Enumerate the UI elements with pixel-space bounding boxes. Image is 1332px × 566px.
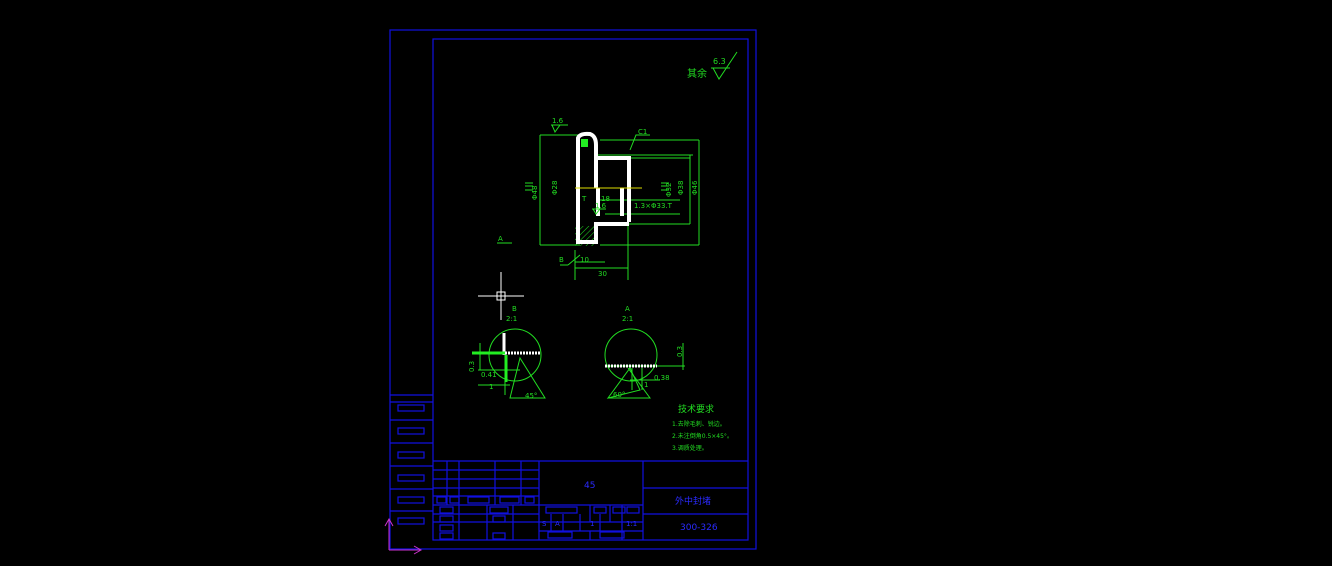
surface-roughness-inner: 1.6: [595, 202, 607, 210]
detail-b-scale: 2:1: [506, 315, 517, 323]
drawing-number: 300-326: [680, 523, 718, 533]
detail-a-dim3: 1: [644, 381, 648, 389]
outer-frame: [389, 29, 757, 550]
thread-t-label: T: [581, 195, 587, 203]
detail-b-view: [472, 328, 546, 399]
ucs-axis-icon: [384, 517, 423, 555]
detail-a-view: [604, 328, 685, 399]
dim-30: 30: [598, 270, 607, 278]
dim-dia-inner: Φ28: [551, 181, 559, 195]
detail-b-dim1: 0.3: [468, 361, 476, 372]
left-binding-strip: [390, 394, 433, 525]
surface-roughness-top: 1.6: [552, 117, 564, 125]
detail-a-title: A: [625, 305, 630, 313]
detail-b-angle: 45°: [525, 392, 537, 400]
detail-b-callout: B: [559, 256, 564, 264]
revision-mark: A: [555, 520, 560, 528]
detail-b-title: B: [512, 305, 517, 313]
title-block: [433, 460, 748, 540]
part-name: 外中封堵: [675, 495, 711, 507]
dim-18: 18: [601, 195, 610, 203]
section-a-callout: A: [498, 235, 503, 243]
dim-dia-right3: Φ46: [691, 180, 699, 195]
dim-dia-left: Φ48: [531, 186, 539, 200]
detail-a-dim2: 0.38: [654, 374, 670, 382]
roughness-other-label: 其余: [687, 67, 707, 80]
detail-b-dim2: 0.41: [481, 371, 497, 379]
detail-a-angle: 60°: [613, 391, 625, 399]
chamfer-label: C1: [638, 128, 647, 136]
dim-10: 10: [580, 256, 589, 264]
roughness-value: 6.3: [713, 57, 726, 66]
tech-req-item: 1.去除毛刺、锐边。: [672, 420, 726, 428]
detail-b-dim3: 1: [489, 383, 493, 391]
detail-a-dim1: 0.3: [676, 346, 684, 357]
thread-spec: 1.3×Φ33.T: [634, 202, 673, 210]
tech-req-item: 2.未注倒角0.5×45°。: [672, 432, 733, 440]
sheet-count: 1: [590, 520, 594, 528]
part-section-view: [497, 124, 700, 280]
roughness-symbol-icon: [711, 51, 738, 80]
dim-dia-right2: Φ38: [677, 181, 685, 195]
dim-dia-right1: Φ32: [665, 183, 673, 197]
inner-frame: [432, 38, 749, 541]
tech-req-item: 3.调质处理。: [672, 444, 708, 452]
crosshair-cursor-icon: [478, 272, 524, 320]
stage-mark: S: [542, 520, 547, 528]
material-label: 45: [584, 481, 595, 491]
detail-a-scale: 2:1: [622, 315, 633, 323]
scale-value: 1:1: [626, 520, 637, 528]
tech-req-title: 技术要求: [678, 403, 714, 415]
